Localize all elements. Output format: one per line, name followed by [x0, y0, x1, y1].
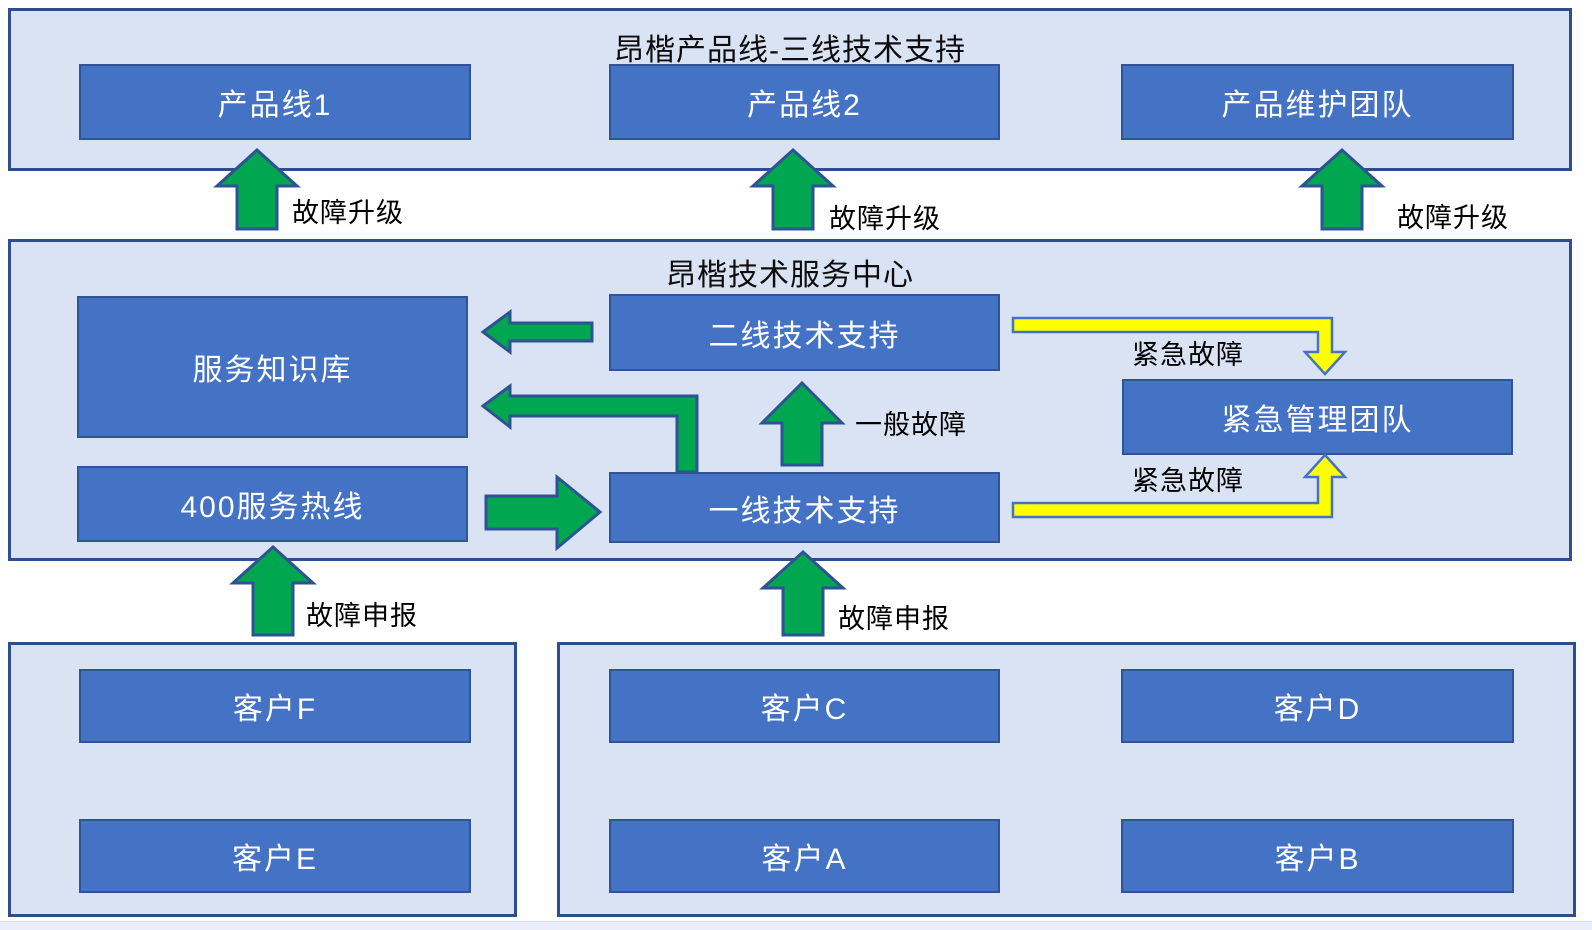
- node-second-line-support: 二线技术支持: [609, 294, 1000, 371]
- node-product-line-1: 产品线1: [79, 64, 471, 140]
- node-customer-a-label: 客户A: [761, 843, 848, 876]
- fault-escalation-label-2: 故障升级: [829, 204, 941, 234]
- node-second-line-support-label: 二线技术支持: [708, 319, 901, 353]
- node-product-line-2-label: 产品线2: [747, 89, 862, 122]
- node-service-knowledge-base: 服务知识库: [77, 296, 468, 438]
- fault-report-label-2: 故障申报: [838, 604, 950, 634]
- urgent-fault-label-1: 紧急故障: [1132, 340, 1244, 370]
- urgent-fault-label-2: 紧急故障: [1132, 466, 1244, 496]
- bottom-edge-strip: [0, 921, 1592, 930]
- node-product-maintenance-team-label: 产品维护团队: [1221, 89, 1414, 122]
- node-customer-b: 客户B: [1121, 819, 1514, 893]
- node-product-line-1-label: 产品线1: [217, 89, 333, 122]
- section-service-center-title: 昂楷技术服务中心: [666, 259, 914, 292]
- node-customer-e-label: 客户E: [231, 843, 318, 876]
- section-product-lines-title: 昂楷产品线-三线技术支持: [614, 34, 966, 67]
- node-customer-a: 客户A: [609, 819, 1000, 893]
- node-400-hotline: 400服务热线: [77, 466, 468, 542]
- fault-escalation-label-1: 故障升级: [292, 198, 404, 228]
- node-customer-d-label: 客户D: [1273, 693, 1362, 726]
- node-product-line-2: 产品线2: [609, 64, 1000, 140]
- node-first-line-support: 一线技术支持: [609, 472, 1000, 543]
- fault-report-label-1: 故障申报: [306, 601, 418, 631]
- node-customer-c: 客户C: [609, 669, 1000, 743]
- node-emergency-management-team-label: 紧急管理团队: [1221, 404, 1414, 437]
- node-400-hotline-label: 400服务热线: [180, 491, 365, 524]
- node-customer-f: 客户F: [79, 669, 471, 743]
- node-customer-e: 客户E: [79, 819, 471, 893]
- node-customer-d: 客户D: [1121, 669, 1514, 743]
- node-service-knowledge-base-label: 服务知识库: [192, 354, 353, 387]
- fault-escalation-label-3: 故障升级: [1397, 203, 1509, 233]
- node-customer-c-label: 客户C: [760, 693, 849, 726]
- node-emergency-management-team: 紧急管理团队: [1122, 379, 1513, 455]
- node-customer-f-label: 客户F: [232, 693, 318, 726]
- node-customer-b-label: 客户B: [1274, 843, 1361, 876]
- node-product-maintenance-team: 产品维护团队: [1121, 64, 1514, 140]
- general-fault-label: 一般故障: [855, 410, 967, 440]
- node-first-line-support-label: 一线技术支持: [708, 494, 901, 528]
- fault-report-up-arrow-2: [759, 549, 847, 637]
